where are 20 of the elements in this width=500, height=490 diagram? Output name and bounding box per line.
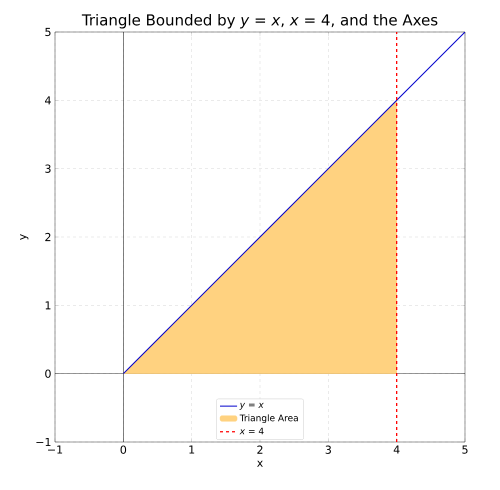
y-tick-label: 0: [45, 370, 51, 378]
legend-label: y = x: [240, 402, 264, 410]
legend-label: Triangle Area: [240, 414, 298, 424]
x-tick-label: 2: [257, 446, 262, 454]
x-axis-title: x: [257, 460, 263, 467]
legend-label: x = 4: [239, 428, 264, 434]
x-tick-label: 0: [120, 446, 126, 454]
x-tick-label: 1: [189, 446, 194, 454]
x-tick-label: 4: [394, 446, 400, 454]
y-tick-label: 3: [45, 164, 51, 173]
y-tick-label: 1: [46, 301, 50, 310]
y-tick-label: 2: [45, 232, 50, 242]
line-chart: −1 0 1 2 3 4 5 −1 0 1 2 3 4 5 x y Triangle Bounded by y = x, x = 4, and the Axes y = x Triangle Area x = 4: [20, 14, 468, 467]
x-tick-label: 5: [462, 446, 468, 454]
chart-title: Triangle Bounded by y = x, x = 4, and the Axes: [82, 14, 438, 28]
y-tick-label: −1: [36, 438, 50, 446]
y-axis-title: y: [20, 234, 28, 240]
y-tick-label: 4: [45, 96, 51, 104]
x-tick-label: 3: [326, 446, 331, 454]
y-tick-label: 5: [45, 28, 51, 36]
